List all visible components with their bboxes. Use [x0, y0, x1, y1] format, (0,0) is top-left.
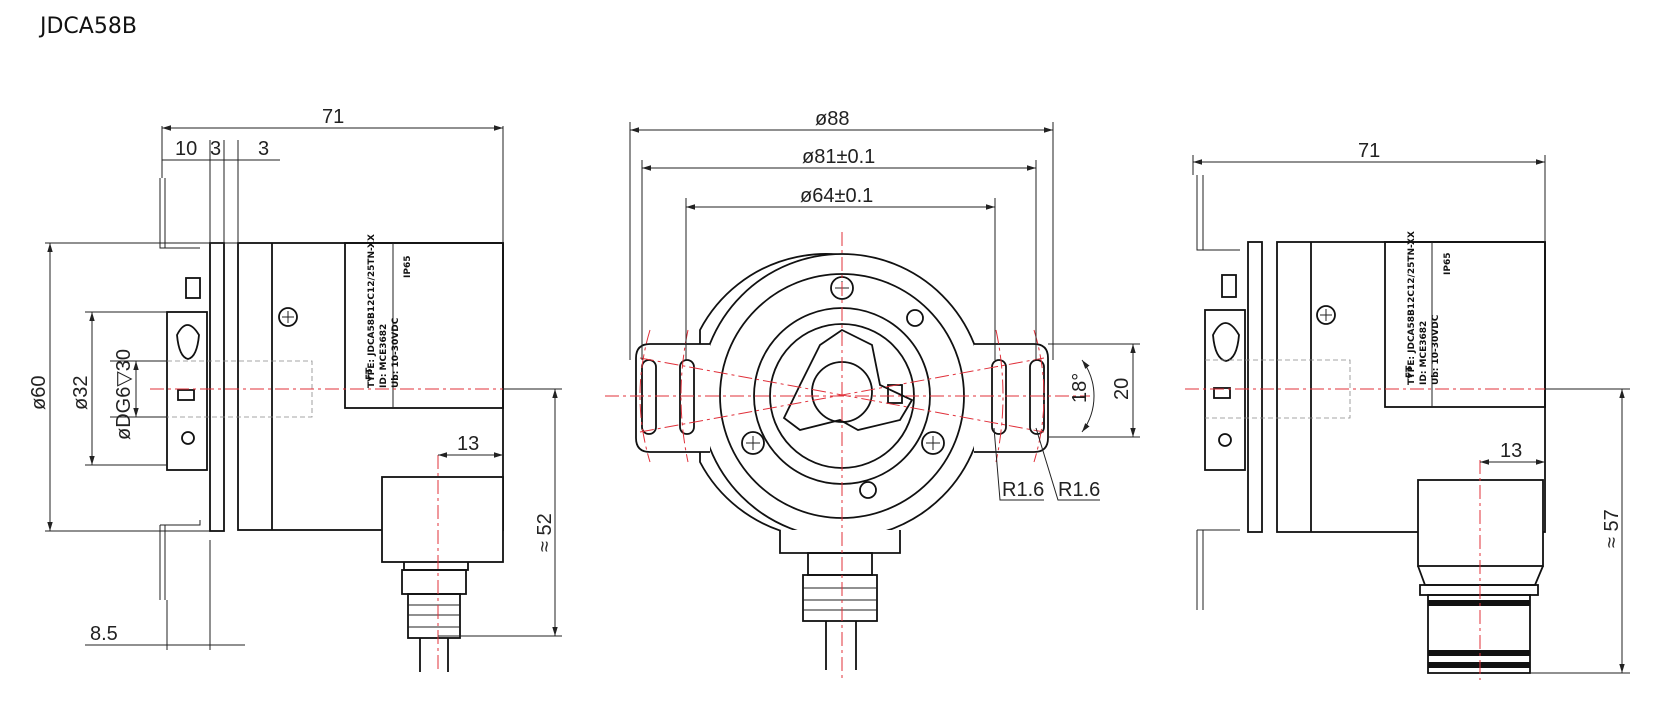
dim-plug-13: 13 — [457, 433, 479, 455]
page-title: JDCA58B — [40, 14, 137, 39]
dim-dia-32: ø32 — [70, 376, 92, 410]
dim-length-71: 71 — [322, 106, 344, 128]
label-ub-text: Ub: 10-30VDC — [391, 317, 401, 388]
housing-screw-icon — [278, 307, 298, 327]
dim-flange-10: 10 — [175, 138, 197, 160]
alt-label-id-text: ID: MCE3682 — [1419, 321, 1429, 385]
alt-clamp-collar — [1204, 309, 1246, 471]
label-plate — [344, 242, 504, 409]
front-view: ø88 ø81±0.1 ø64±0.1 18° 20 R1.6 R1.6 — [605, 108, 1140, 680]
alt-brand-logo: FT — [1405, 365, 1415, 378]
alt-housing-screw-icon — [1316, 305, 1336, 325]
dim-height-52: ≈ 52 — [534, 513, 556, 552]
dim-angle-18: 18° — [1069, 373, 1091, 403]
flange — [209, 242, 225, 532]
cable-connector — [381, 476, 504, 563]
dim-dia-81: ø81±0.1 — [802, 146, 875, 168]
dim-bore: øDG6▽30 — [113, 349, 135, 440]
alt-label-plate — [1384, 241, 1546, 408]
clamp-collar — [166, 311, 208, 471]
front-connector — [807, 552, 873, 576]
alt-dim-height-57: ≈ 57 — [1601, 509, 1623, 548]
shaft-clamp — [782, 328, 914, 431]
dim-bracket-8-5: 8.5 — [90, 623, 118, 645]
dim-radius-b: R1.6 — [1058, 479, 1100, 501]
dim-dia-88: ø88 — [815, 108, 849, 130]
dim-gap-3b: 3 — [258, 138, 269, 160]
side-view: TYPE: JDCA58B12C12/25TN-XX ID: MCE3682 U… — [28, 106, 562, 672]
alt-label-ub-text: Ub: 10-30VDC — [1431, 314, 1441, 385]
dim-radius-a: R1.6 — [1002, 479, 1044, 501]
dim-dia-64: ø64±0.1 — [800, 185, 873, 207]
alt-flange — [1247, 241, 1263, 533]
brand-logo: FT — [365, 367, 375, 380]
dim-gap-3a: 3 — [210, 138, 221, 160]
alt-dim-plug-13: 13 — [1500, 440, 1522, 462]
dim-dia-60: ø60 — [28, 376, 50, 410]
label-id-text: ID: MCE3682 — [379, 324, 389, 388]
left-mounting-ear — [635, 343, 710, 453]
label-ip-text: IP65 — [403, 256, 413, 278]
mounting-bracket — [159, 178, 201, 600]
alt-label-type-text: TYPE: JDCA58B12C12/25TN-XX — [1407, 231, 1417, 385]
alt-dim-length-71: 71 — [1358, 140, 1380, 162]
label-type-text: TYPE: JDCA58B12C12/25TN-XX — [367, 234, 377, 388]
lower-right-screw-icon — [921, 431, 945, 455]
lower-left-screw-icon — [741, 431, 765, 455]
alt-side-view: TYPE: JDCA58B12C12/25TN-XX ID: MCE3682 U… — [1185, 140, 1630, 680]
alt-label-ip-text: IP65 — [1443, 253, 1453, 275]
dim-slot-20: 20 — [1111, 378, 1133, 400]
